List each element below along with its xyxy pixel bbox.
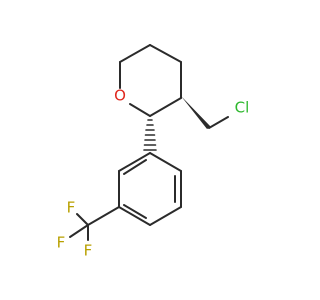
bond-c-f-left <box>69 224 89 238</box>
bond-ring-c2-o <box>129 103 151 117</box>
bond-benzene-1 <box>149 152 182 172</box>
bond-benzene-3 <box>149 206 182 226</box>
atom-label-fluorine-3: F <box>84 242 93 260</box>
benzene-ring <box>118 152 182 226</box>
molecule-diagram: O Cl F F F <box>57 44 250 260</box>
cf3-group <box>69 206 120 241</box>
bond-ring-c3-c2 <box>149 97 182 117</box>
bond-benzene-6 <box>118 152 151 172</box>
bond-ring-c6-c5 <box>119 44 151 63</box>
atom-label-fluorine-2: F <box>57 234 66 252</box>
pyran-ring <box>119 44 182 117</box>
bond-ring-top <box>149 44 182 63</box>
hashed-bond <box>143 119 157 151</box>
bond-c-f-top <box>76 213 89 226</box>
bond-benzene-double-2 <box>123 204 147 219</box>
atom-label-oxygen: O <box>114 87 126 105</box>
wedge-bond <box>181 96 211 129</box>
atom-label-chlorine: Cl <box>235 99 250 117</box>
bond-ch2-cl <box>208 116 229 129</box>
bond-aryl-cf3 <box>87 206 120 226</box>
bond-benzene-4 <box>118 206 151 226</box>
bond-benzene-double-3 <box>123 159 147 175</box>
atom-label-fluorine-1: F <box>67 199 76 217</box>
